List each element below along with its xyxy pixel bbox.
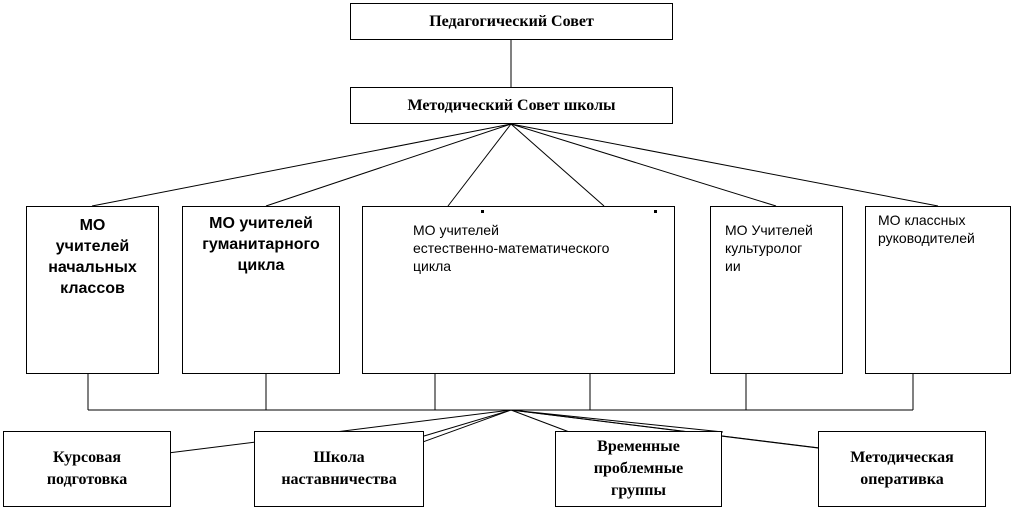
mo-science-math-box: МО учителей естественно-математического … xyxy=(362,206,675,374)
connector-met-mo5 xyxy=(510,123,939,207)
mo-humanities-label: МО учителей гуманитарного цикла xyxy=(202,215,320,274)
line-artifact xyxy=(481,210,484,213)
mo-class-teachers-box: МО классных руководителей xyxy=(865,206,1011,374)
mo-culturology-box: МО Учителей культуролог ии xyxy=(710,206,843,374)
connector-met-mo4 xyxy=(510,123,777,207)
pedagogical-council-label: Педагогический Совет xyxy=(429,12,594,30)
mo-culturology-label: МО Учителей культуролог ии xyxy=(725,222,813,274)
mentoring-school-box: Школа наставничества xyxy=(254,431,424,507)
methodical-council-box: Методический Совет школы xyxy=(350,87,673,124)
connector-hub-b3-b xyxy=(510,409,724,433)
course-training-label: Курсовая подготовка xyxy=(46,449,128,488)
problem-groups-label: Временные проблемные группы xyxy=(593,438,684,499)
connector-met-mo2 xyxy=(265,123,512,207)
pedagogical-council-box: Педагогический Совет xyxy=(350,3,673,40)
methodical-briefing-box: Методическая оперативка xyxy=(818,431,986,507)
methodical-briefing-label: Методическая оперативка xyxy=(850,449,954,488)
connector-met-mo3-right xyxy=(510,123,605,207)
problem-groups-box: Временные проблемные группы xyxy=(555,431,722,507)
mo-primary-teachers-box: МО учителей начальных классов xyxy=(26,206,159,374)
connector-hub-b2-b xyxy=(423,409,512,437)
connector-met-mo3-left xyxy=(447,123,512,207)
course-training-box: Курсовая подготовка xyxy=(3,431,171,507)
connector-met-mo1 xyxy=(91,123,512,207)
mo-primary-teachers-label: МО учителей начальных классов xyxy=(48,217,137,297)
mo-class-teachers-label: МО классных руководителей xyxy=(878,212,975,246)
line-artifact xyxy=(654,210,657,213)
methodical-council-label: Методический Совет школы xyxy=(407,96,616,114)
mo-science-math-label: МО учителей естественно-математического … xyxy=(413,222,610,274)
mentoring-school-label: Школа наставничества xyxy=(281,449,397,488)
mo-humanities-box: МО учителей гуманитарного цикла xyxy=(182,206,340,374)
connector-hub-b4-b xyxy=(510,409,837,451)
